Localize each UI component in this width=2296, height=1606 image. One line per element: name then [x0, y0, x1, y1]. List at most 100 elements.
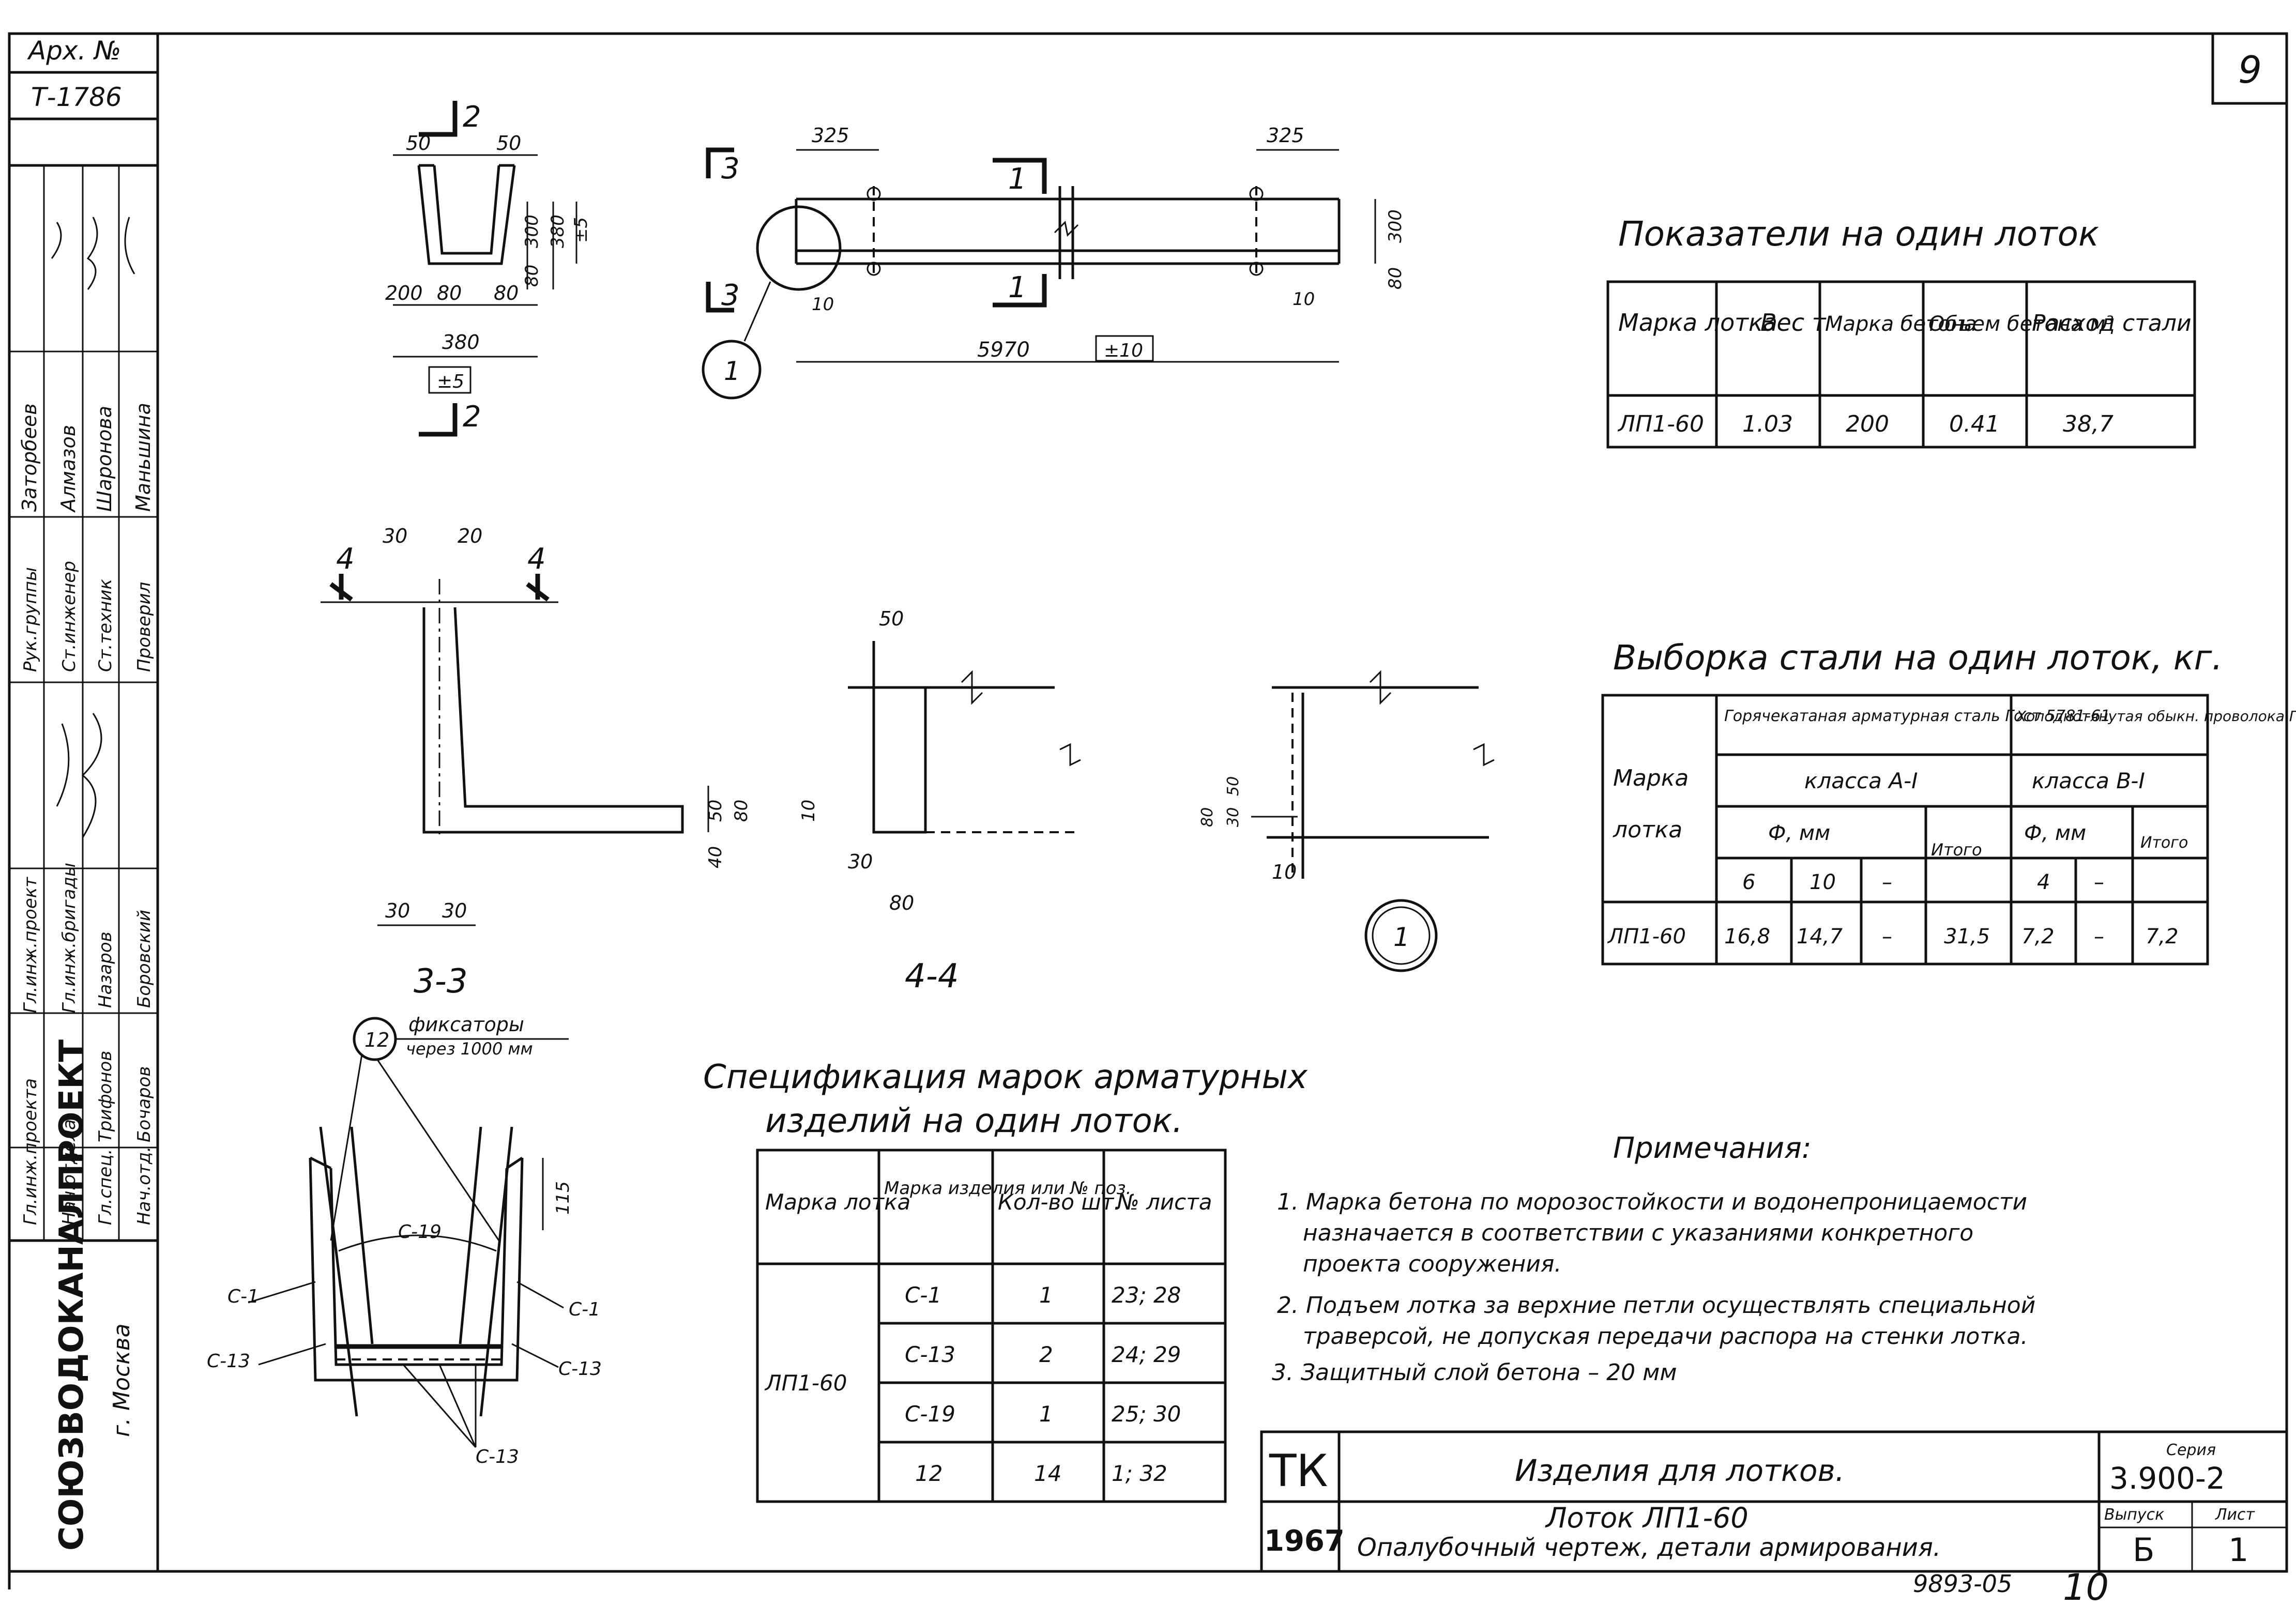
note-line: 3. Защитный слой бетона – 20 мм: [1272, 1359, 1677, 1386]
stamp-name-2: Алмазов: [57, 425, 80, 513]
stamp-name-7: Трифонов: [95, 1051, 116, 1142]
tb-series: 3.900-2: [2109, 1461, 2225, 1496]
ind-v4: 0.41: [1949, 411, 2000, 437]
dim-tolerance: ±10: [1104, 340, 1143, 361]
stamp-role-8: Нач.отд.: [134, 1146, 155, 1225]
stamp-name-1: Заторбеев: [18, 403, 41, 512]
dim-text: 30: [1224, 807, 1242, 827]
stamp-role-1: Рук.группы: [20, 567, 41, 672]
stamp-role-3: Ст.техник: [95, 578, 116, 672]
rebar-label-c13-bottom: С-13: [476, 1446, 519, 1467]
tb-sheet: 1: [2228, 1531, 2248, 1569]
tb-series-label: Серия: [2166, 1441, 2216, 1459]
detail-1: 80 30 50 10 1: [1198, 670, 1495, 972]
arch-label: Арх. №: [27, 36, 121, 66]
dim-text: 80: [494, 282, 519, 304]
steel-v4: –: [1882, 925, 1892, 949]
cut-mark-1-top: 1: [1008, 162, 1027, 196]
stamp-role-4: Проверил: [134, 582, 155, 672]
rebar-label-c13-right: С-13: [558, 1358, 602, 1380]
title-block: ТК 1967 Изделия для лотков. Лоток ЛП1-60…: [1260, 1430, 2288, 1573]
stamp-role-6: Нач.отдела: [59, 1119, 80, 1225]
tb-sheet-label: Лист: [2215, 1506, 2256, 1524]
section-label-4-4: 4-4: [905, 957, 959, 996]
dim-text: 80: [1385, 267, 1406, 289]
tb-title: Изделия для лотков.: [1515, 1453, 1845, 1488]
dim-text: 80: [731, 800, 752, 822]
org-name: СОЮЗВОДОКАНАЛПРОЕКТ: [53, 1039, 91, 1551]
indicators-title: Показатели на один лоток: [1618, 214, 2099, 254]
spec-h3: Кол-во шт.: [998, 1189, 1121, 1215]
steel-group-2: Холоднотянутая обыкн. проволока Гост 672…: [2015, 708, 2296, 725]
trough-plan-view: 3 3 1 1 325 325 300 80 10 10 5970 ±10: [702, 124, 1406, 400]
dim-text: 115: [553, 1181, 573, 1215]
stamp-name-3: Шаронова: [93, 406, 116, 512]
callout-1: 1: [724, 356, 740, 386]
section-mark-3-bottom: 3: [721, 279, 740, 312]
sheet-number-box: 9: [2211, 32, 2288, 105]
steel-row-label-2: лотка: [1613, 817, 1682, 843]
dim-text: 50: [879, 607, 904, 630]
section-mark-3-top: 3: [721, 152, 740, 186]
note-line: проекта сооружения.: [1303, 1251, 1561, 1277]
stamp-name-6: Боровский: [134, 910, 155, 1008]
stamp-role-2: Ст.инженер: [59, 561, 80, 672]
ind-h3: Марка бетона: [1825, 312, 1977, 336]
steel-group-1: Горячекатаная арматурная сталь Гост 5781…: [1724, 707, 2110, 725]
spec-r4-c2: 14: [1034, 1461, 1061, 1486]
spec-h2: Марка изделия или № поз.: [884, 1178, 1131, 1199]
spec-lotok: ЛП1-60: [764, 1370, 847, 1396]
fixator-callout: 12: [364, 1029, 389, 1051]
steel-v7: –: [2094, 925, 2104, 949]
dim-text: 380: [548, 215, 568, 248]
dim-text: 10: [812, 294, 834, 315]
stamp-role-5: Гл.инж.проекта: [20, 1078, 41, 1225]
dim-text: 20: [458, 525, 482, 547]
notes: Примечания: 1. Марка бетона по морозосто…: [1272, 1131, 2035, 1386]
dim-text: 50: [406, 132, 431, 155]
signature-scribble: [51, 217, 135, 838]
dim-text: 300: [522, 215, 542, 248]
ind-h1: Марка лотка: [1618, 309, 1777, 337]
ind-v1: ЛП1-60: [1617, 411, 1704, 437]
spec-r2-c2: 2: [1039, 1342, 1053, 1367]
section-2-2-outline: 2 2 50 50 300 380 ±5 80 200 80 80 380 ±5: [385, 100, 591, 437]
archive-number: 9893-05: [1913, 1570, 2012, 1598]
dim-text: 325: [1267, 124, 1304, 147]
spec-r2-c1: С-13: [905, 1342, 955, 1367]
dim-text: ±5: [571, 217, 591, 243]
spec-r3-c1: С-19: [905, 1401, 955, 1427]
steel-class-1: класса А-I: [1804, 768, 1918, 793]
dim-text: 300: [1385, 209, 1406, 243]
steel-class-2: класса B-I: [2032, 768, 2145, 793]
section-3-3: 4 4 30 20 50 80 40 30 30 3-3: [321, 525, 752, 1001]
dim-tolerance: ±5: [437, 371, 464, 392]
rebar-label-c19: С-19: [398, 1221, 442, 1243]
fixator-pitch: через 1000 мм: [406, 1039, 533, 1059]
notes-title: Примечания:: [1613, 1131, 1812, 1165]
left-stamp: Арх. № Т-1786 Рук.группы Ст.инженер Ст.т…: [9, 36, 158, 1551]
spec-r4-c1: 12: [915, 1461, 942, 1486]
dim-text: 10: [1293, 289, 1315, 310]
tb-tk: ТК: [1269, 1445, 1328, 1497]
dim-text: 30: [383, 525, 407, 547]
steel-diam-4: 4: [2037, 870, 2050, 894]
dim-text: 80: [1198, 807, 1217, 827]
callout-1-detail: 1: [1393, 922, 1410, 952]
section-label-3-3: 3-3: [414, 962, 468, 1001]
dim-text: 80: [889, 892, 914, 914]
steel-diam-1: 6: [1742, 870, 1755, 894]
steel-diam-3: –: [1882, 870, 1892, 894]
spec-h1: Марка лотка: [765, 1189, 910, 1215]
spec-table: Спецификация марок арматурных изделий на…: [703, 1058, 1308, 1503]
steel-title: Выборка стали на один лоток, кг.: [1613, 638, 2223, 678]
spec-title-1: Спецификация марок арматурных: [703, 1058, 1308, 1096]
stamp-role-10: Гл.инж.бригады: [59, 863, 80, 1013]
dim-text: 380: [442, 331, 480, 354]
ind-h2: Вес т: [1760, 309, 1827, 337]
dim-text: 10: [1272, 861, 1297, 883]
dim-text: 50: [705, 800, 726, 822]
steel-v3: 14,7: [1797, 925, 1843, 949]
note-line: траверсой, не допуская передачи распора …: [1303, 1323, 2028, 1350]
